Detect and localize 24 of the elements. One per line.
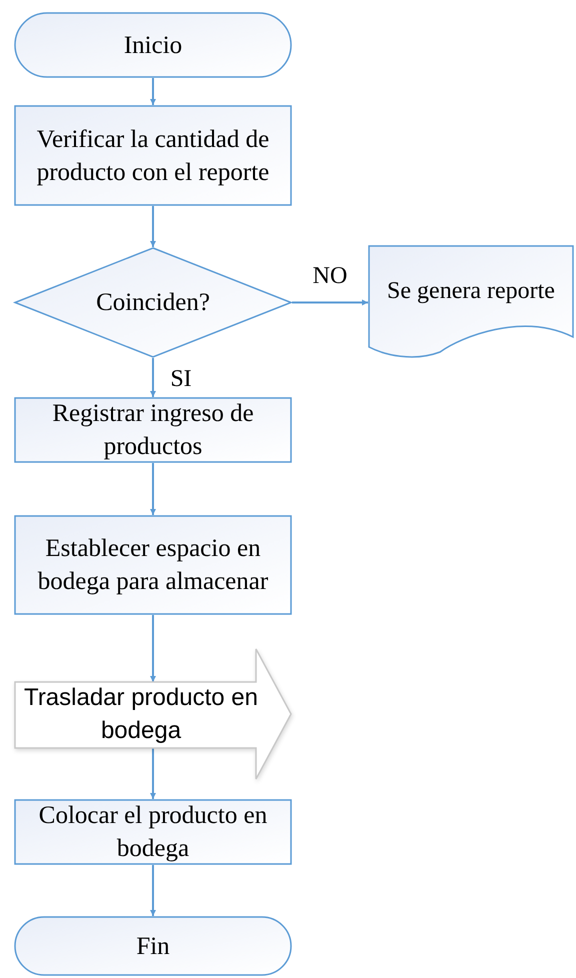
arrow [150,865,156,916]
node-text: Coinciden? [95,288,211,318]
arrow [150,463,156,515]
node-text: Establecer espacio en bodega para almacenar [36,534,270,597]
arrow [292,300,368,306]
node-text: Registrar ingreso de productos [51,399,255,462]
arrow [150,615,156,682]
decision-diamond [14,247,292,358]
node-text: Colocar el producto en bodega [38,801,268,864]
arrow [150,78,156,105]
block-arrow-shape [14,648,292,780]
node-text: Trasladar producto en bodega [23,683,259,746]
node-text: Inicio [122,30,184,60]
node-text: Se genera reporte [386,277,556,306]
process-box [14,397,292,463]
node-text: Fin [135,932,171,962]
arrow [150,358,156,397]
arrow [150,748,156,799]
process-box [14,515,292,615]
document-shape [368,245,574,357]
process-box [14,799,292,865]
node-text: Verificar la cantidad de producto con el reporte [36,124,270,188]
process-box [14,105,292,206]
arrow [150,206,156,247]
